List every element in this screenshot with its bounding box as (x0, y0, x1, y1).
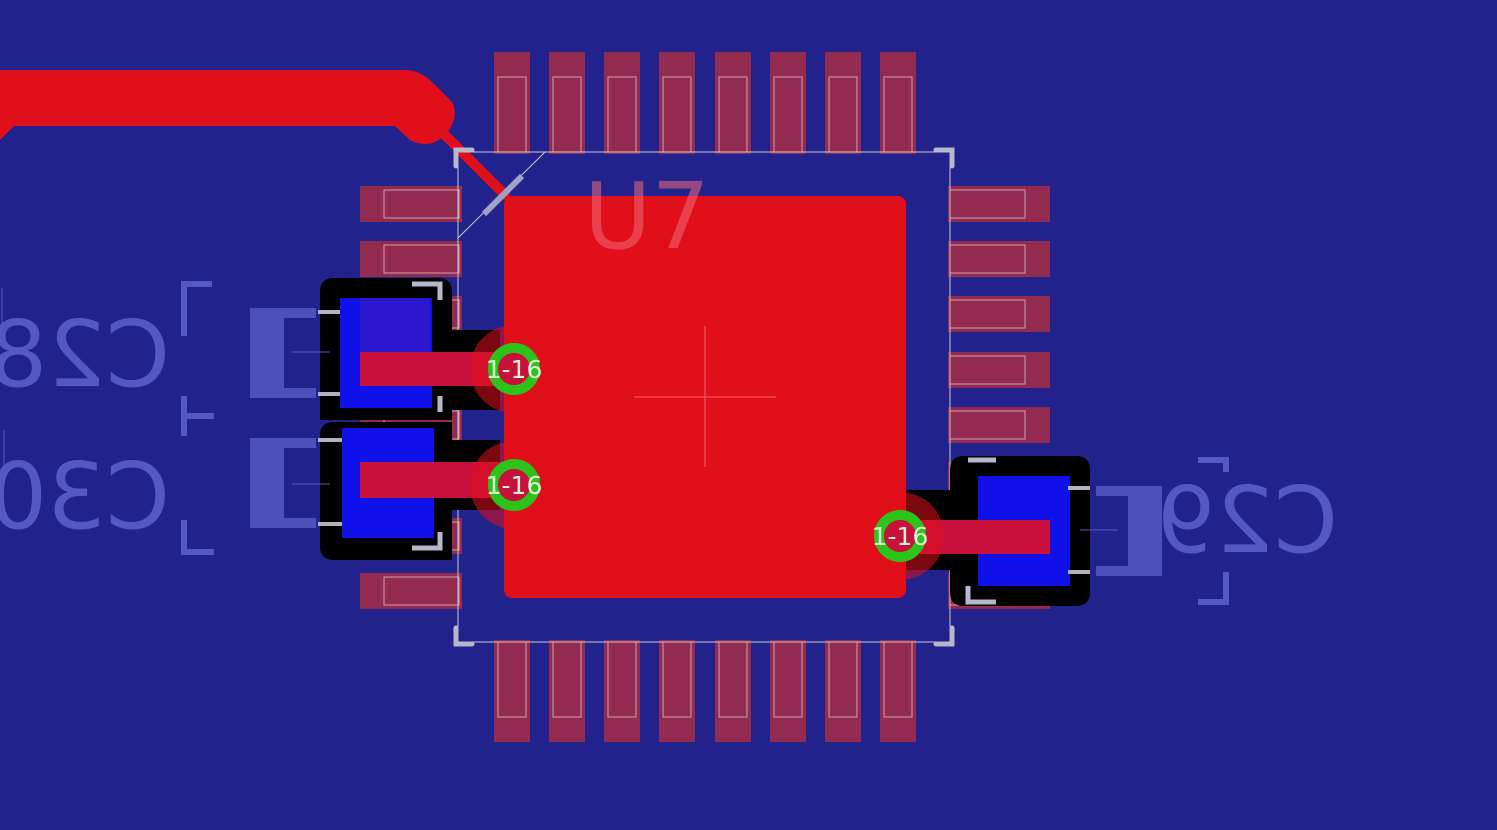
u7-pad-top-4[interactable] (659, 52, 695, 154)
u7-pin1-slash (481, 173, 525, 217)
u7-pad-left-1-outline (383, 189, 460, 219)
u7-bottom-pads[interactable] (494, 640, 916, 742)
u7-pad-bottom-2[interactable] (549, 640, 585, 742)
u7-pad-left-8-outline (383, 576, 460, 606)
c29-designator[interactable]: C29 (1157, 467, 1338, 574)
via-hole (884, 520, 916, 552)
via-net-label: 1-16 (486, 471, 543, 500)
u7-origin-crosshair (634, 326, 776, 467)
u7-pad-bottom-1[interactable] (494, 640, 530, 742)
via-net-label: 1-16 (872, 522, 929, 551)
via-2[interactable]: 1-16 (470, 441, 558, 529)
u7-pad-bottom-4[interactable] (659, 640, 695, 742)
u7-top-pads[interactable] (494, 52, 916, 154)
u7-pad-left-1[interactable] (360, 186, 462, 222)
u7-pad-right-2[interactable] (948, 241, 1050, 277)
u7-pad-top-7[interactable] (825, 52, 861, 154)
u7-pad-top-2[interactable] (549, 52, 585, 154)
u7-pad-right-1[interactable] (948, 186, 1050, 222)
u7-pad-top-5[interactable] (715, 52, 751, 154)
u7-designator[interactable]: U7 (584, 163, 710, 270)
u7-pad-right-4[interactable] (948, 352, 1050, 388)
c28-silkscreen (1, 281, 330, 436)
c29-silkscreen (1080, 457, 1229, 605)
u7-pad-left-2[interactable] (360, 241, 462, 277)
u7-pad-top-6[interactable] (770, 52, 806, 154)
c30-designator[interactable]: C30 (0, 443, 170, 550)
u7-pad-bottom-8[interactable] (880, 640, 916, 742)
via-ring (488, 459, 540, 511)
via-1[interactable]: 1-16 (470, 325, 558, 413)
c28-designator[interactable]: C28 (0, 301, 170, 408)
u7-pad-right-5[interactable] (948, 407, 1050, 443)
u7-corner-marks (453, 147, 955, 647)
u7-pad-left-8[interactable] (360, 573, 462, 609)
via-net-label: 1-16 (486, 355, 543, 384)
via-3[interactable]: 1-16 (856, 492, 944, 580)
u7-pad-top-8[interactable] (880, 52, 916, 154)
via-hole (498, 353, 530, 385)
u7-pad-top-3[interactable] (604, 52, 640, 154)
u7-pad-bottom-5[interactable] (715, 640, 751, 742)
u7-pad-top-1[interactable] (494, 52, 530, 154)
u7-pad-bottom-6[interactable] (770, 640, 806, 742)
via-ring (874, 510, 926, 562)
u7-pad-bottom-7[interactable] (825, 640, 861, 742)
copper-trace-top-left[interactable] (0, 70, 510, 200)
u7-pad-left-2-outline (383, 244, 460, 274)
u7-pad-bottom-3[interactable] (604, 640, 640, 742)
c30-silkscreen (3, 430, 330, 555)
u7-pad-right-3[interactable] (948, 296, 1050, 332)
via-ring (488, 343, 540, 395)
via-hole (498, 469, 530, 501)
